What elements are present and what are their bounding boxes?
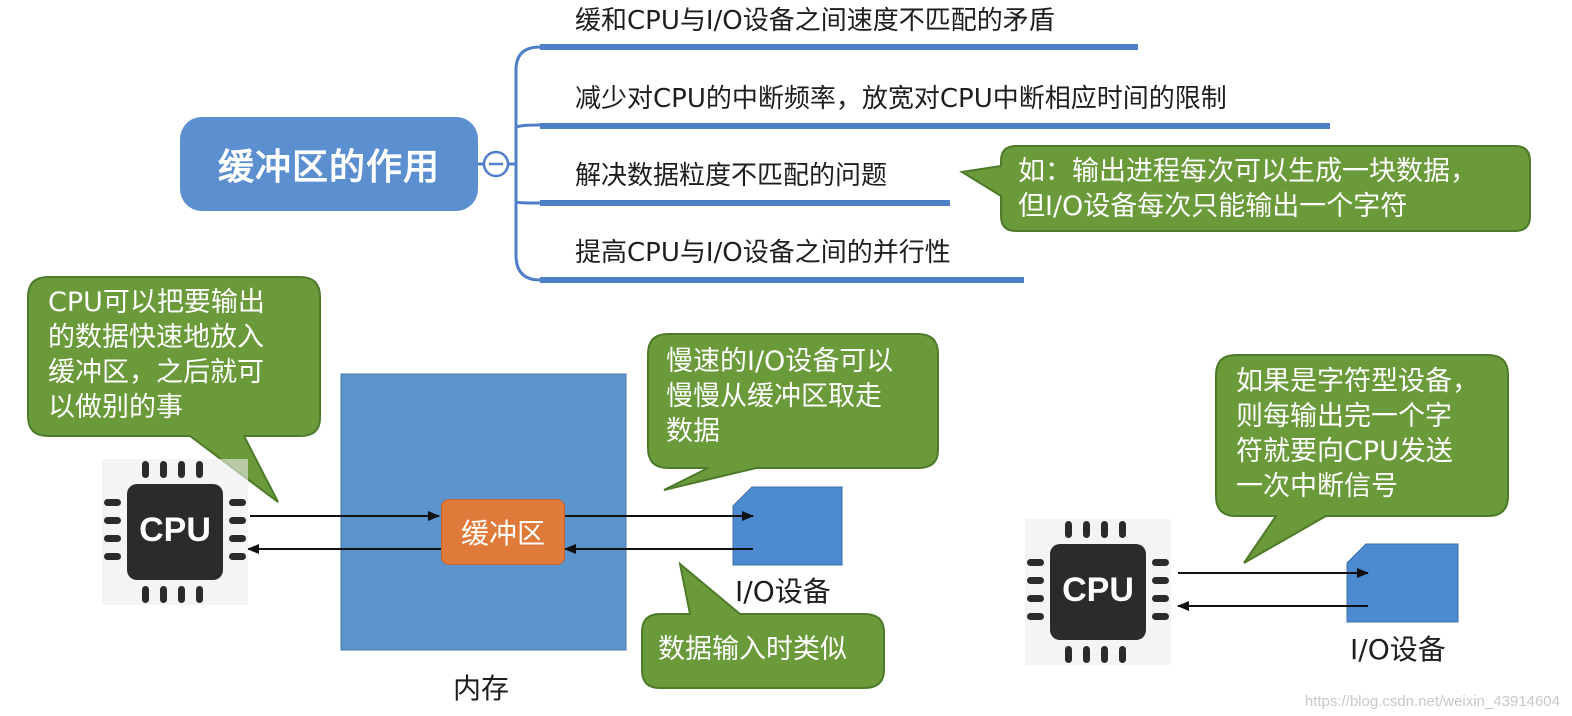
mindmap-root-node[interactable]: 缓冲区的作用 — [180, 117, 478, 211]
cpu-chip-label: CPU — [1062, 571, 1134, 609]
io-device-icon — [732, 486, 843, 566]
mindmap-branch-label: 提高CPU与I/O设备之间的并行性 — [575, 238, 951, 268]
mindmap-branch-label: 减少对CPU的中断频率，放宽对CPU中断相应时间的限制 — [575, 84, 1227, 114]
data-flow-arrows — [247, 511, 1369, 611]
collapse-icon[interactable] — [482, 150, 510, 178]
cpu-chip-icon — [102, 459, 248, 605]
cpu-chip-icon — [1025, 519, 1171, 665]
callout-text-granularity: 如：输出进程每次可以生成一块数据， 但I/O设备每次只能输出一个字符 — [1018, 156, 1477, 222]
cpu-chip-label: CPU — [139, 511, 211, 549]
mindmap-branch-label: 缓和CPU与I/O设备之间速度不匹配的矛盾 — [575, 6, 1055, 36]
io-device-icon — [1346, 543, 1459, 623]
callout-text-input-similar: 数据输入时类似 — [658, 634, 847, 665]
buffer-block: 缓冲区 — [441, 499, 565, 565]
callout-text-slow-device: 慢速的I/O设备可以 慢慢从缓冲区取走 数据 — [666, 346, 894, 447]
callout-bubble-granularity — [959, 145, 1531, 232]
callout-text-cpu-output: CPU可以把要输出 的数据快速地放入 缓冲区，之后就可 以做别的事 — [48, 287, 265, 423]
mindmap-connectors — [478, 45, 541, 282]
callout-bubble-input-similar — [641, 561, 885, 689]
watermark-url: https://blog.csdn.net/weixin_43914604 — [1304, 693, 1560, 710]
io-device-label: I/O设备 — [735, 575, 831, 608]
mindmap-branch-label: 解决数据粒度不匹配的问题 — [575, 161, 888, 191]
memory-label: 内存 — [453, 672, 510, 705]
io-device-label: I/O设备 — [1350, 633, 1446, 666]
callout-bubble-char-device — [1215, 354, 1509, 564]
callout-text-char-device: 如果是字符型设备， 则每输出完一个字 符就要向CPU发送 一次中断信号 — [1236, 366, 1479, 502]
callout-bubble-cpu-output — [27, 276, 321, 503]
branch-underlines — [540, 44, 1330, 283]
callout-bubble-slow-device — [647, 333, 939, 491]
